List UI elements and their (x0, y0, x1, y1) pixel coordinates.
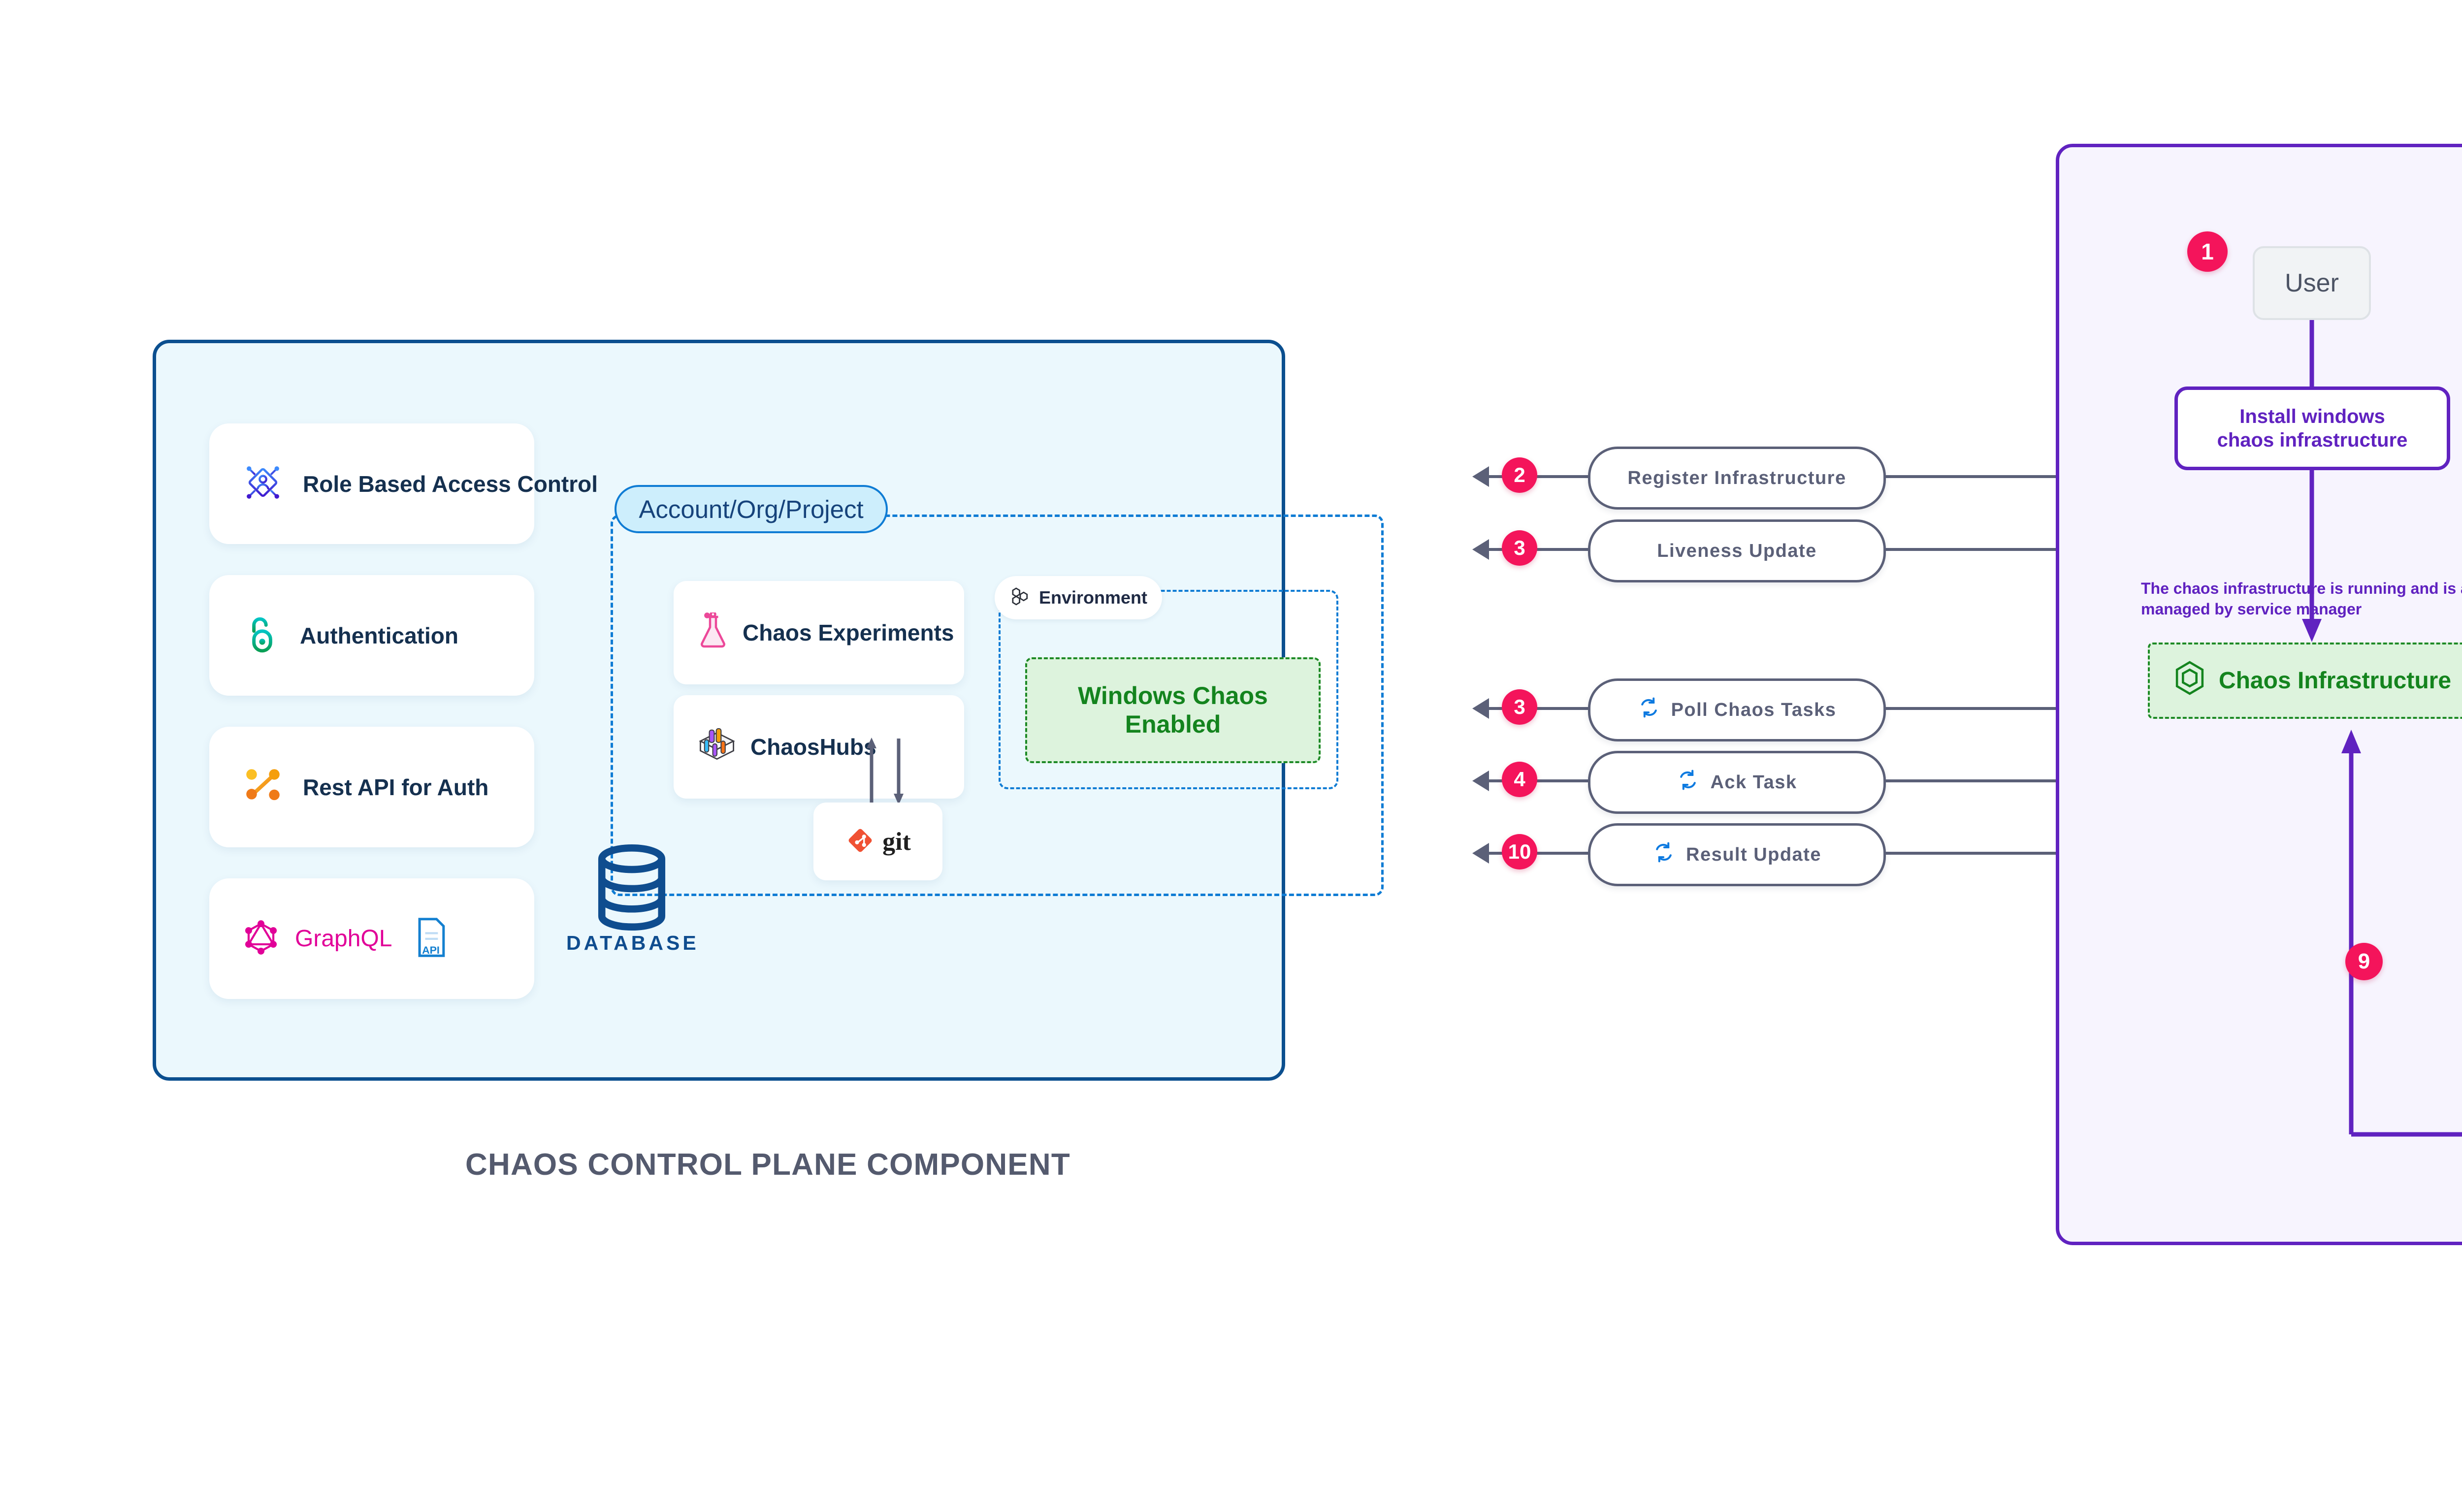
feature-card-authentication[interactable]: Authentication (209, 575, 534, 696)
step-badge: 3 (1502, 530, 1537, 566)
step-badge-1: 1 (2187, 231, 2228, 272)
connector-pill-poll-chaos-tasks[interactable]: Poll Chaos Tasks (1588, 678, 1886, 741)
database-label: DATABASE (566, 932, 699, 954)
install-windows-chaos-infrastructure-node[interactable]: Install windows chaos infrastructure (2174, 386, 2450, 470)
user-node[interactable]: User (2253, 246, 2371, 320)
connector-label: Poll Chaos Tasks (1671, 699, 1837, 720)
database-icon (598, 844, 666, 931)
feature-card-rest-api[interactable]: Rest API for Auth (209, 727, 534, 847)
account-org-project-pill[interactable]: Account/Org/Project (615, 485, 888, 533)
note-chaos-infrastructure: The chaos infrastructure is running and … (2141, 579, 2462, 618)
hexagons-icon (1009, 585, 1031, 611)
account-org-project-region (611, 515, 1384, 896)
step-badge: 2 (1502, 457, 1537, 493)
feature-label: Role Based Access Control (303, 471, 598, 497)
environment-region (999, 590, 1338, 789)
flask-icon (696, 611, 730, 653)
chaos-infrastructure-label: Chaos Infrastructure (2218, 668, 2452, 694)
card-label: Chaos Experiments (743, 620, 954, 645)
install-line-2: chaos infrastructure (2217, 429, 2408, 451)
connector-pill-result-update[interactable]: Result Update (1588, 823, 1886, 886)
connector-label: Ack Task (1710, 772, 1797, 793)
svg-text:API: API (422, 944, 440, 956)
test-tube-rack-icon (696, 728, 738, 766)
feature-label: Rest API for Auth (303, 774, 489, 800)
card-label: ChaosHubs (750, 734, 876, 760)
connector-label: Result Update (1686, 844, 1821, 865)
windows-chaos-enabled-badge: Windows Chaos Enabled (1025, 657, 1321, 763)
environment-label: Environment (1039, 587, 1148, 608)
sync-icon (1652, 841, 1675, 869)
connector-row: 2 Register Infrastructure (1472, 447, 2058, 510)
api-document-icon: API (414, 916, 448, 961)
unlock-icon (242, 613, 281, 658)
git-icon (845, 825, 875, 858)
step-badge: 4 (1502, 762, 1537, 797)
connector-row: 3 Poll Chaos Tasks (1472, 678, 2058, 741)
git-label: git (882, 827, 911, 856)
feature-card-graphql[interactable]: GraphQL API (209, 878, 534, 999)
step-badge: 10 (1502, 834, 1537, 869)
sync-icon (1638, 696, 1660, 724)
feature-card-rbac[interactable]: Role Based Access Control (209, 423, 598, 544)
feature-label: Authentication (300, 622, 458, 648)
card-git[interactable]: git (813, 803, 942, 880)
connector-row: 3 Liveness Update (1472, 519, 2058, 582)
connector-pill-liveness-update[interactable]: Liveness Update (1588, 519, 1886, 582)
connector-label: Liveness Update (1657, 540, 1817, 561)
sync-icon (1677, 769, 1699, 796)
step-badge: 3 (1502, 689, 1537, 725)
card-chaoshubs[interactable]: ChaosHubs (674, 695, 964, 799)
control-plane-title: CHAOS CONTROL PLANE COMPONENT (465, 1148, 1070, 1182)
step-badge-9: 9 (2345, 943, 2383, 980)
share-nodes-icon (242, 766, 284, 808)
connector-row: 4 Ack Task (1472, 751, 2058, 814)
connector-row: 10 Result Update (1472, 823, 2058, 886)
connector-label: Register Infrastructure (1627, 467, 1846, 488)
rbac-icon (242, 461, 284, 506)
chaos-infrastructure-node[interactable]: Chaos Infrastructure (2148, 643, 2462, 719)
environment-pill[interactable]: Environment (995, 576, 1162, 619)
graphql-label: GraphQL (295, 926, 392, 952)
graphql-icon (242, 918, 280, 959)
connector-pill-register-infrastructure[interactable]: Register Infrastructure (1588, 447, 1886, 510)
harness-hexagon-icon (2174, 660, 2205, 701)
install-line-1: Install windows (2239, 406, 2385, 427)
git-sync-arrows (867, 738, 904, 805)
connector-pill-ack-task[interactable]: Ack Task (1588, 751, 1886, 814)
card-chaos-experiments[interactable]: Chaos Experiments (674, 581, 964, 684)
